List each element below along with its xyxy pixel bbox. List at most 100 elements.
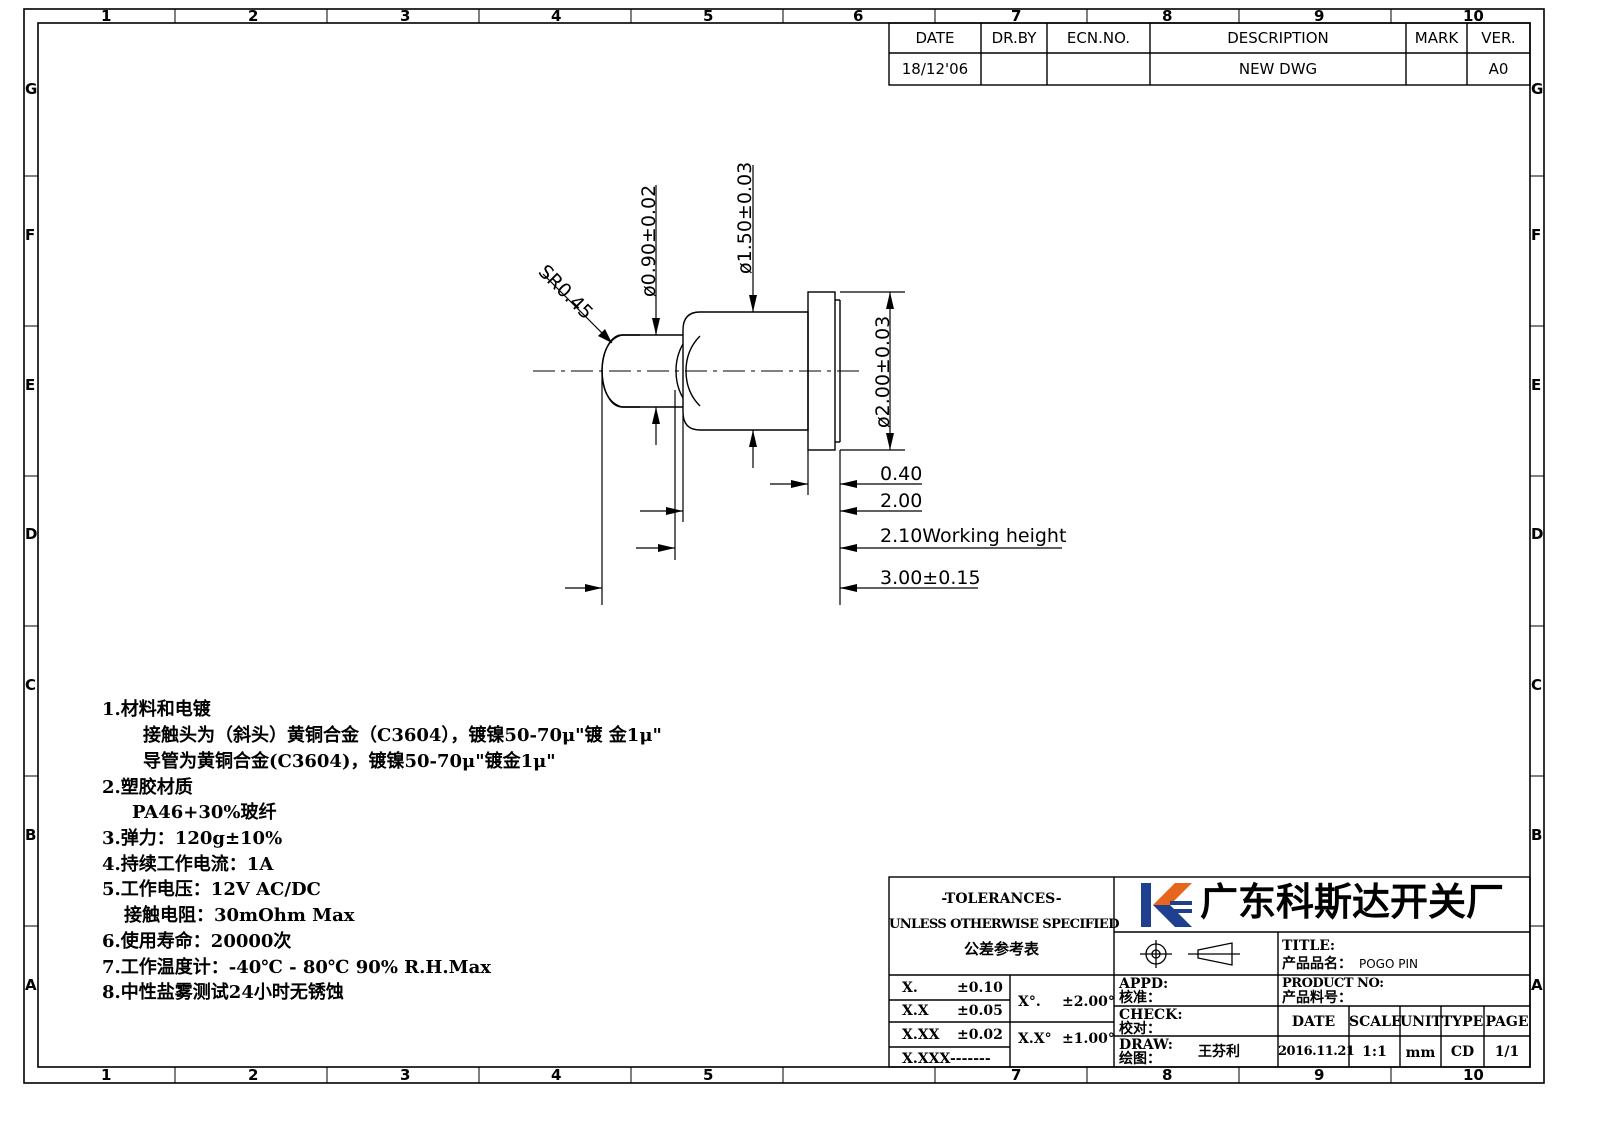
zone-row-left-D: D bbox=[25, 525, 38, 543]
zone-row-left-B: B bbox=[25, 826, 37, 844]
zone-row-right-G: G bbox=[1531, 80, 1544, 98]
rev-header-mark: MARK bbox=[1414, 29, 1459, 47]
tol-fmt-3: X.XXX bbox=[902, 1051, 951, 1067]
zone-row-left-F: F bbox=[25, 226, 36, 244]
dim-plunger-diameter: ø0.90±0.02 bbox=[638, 184, 660, 297]
tolerances-title: -TOLERANCES- bbox=[941, 891, 1062, 907]
zone-col-bottom-5: 5 bbox=[703, 1066, 714, 1084]
draw-cn-label: 绘图： bbox=[1119, 1051, 1161, 1067]
rev-header-ecn: ECN.NO. bbox=[1066, 29, 1131, 47]
zone-col-bottom-7: 7 bbox=[1011, 1066, 1022, 1084]
zone-col-top-10: 10 bbox=[1463, 7, 1484, 25]
rev-header-description: DESCRIPTION bbox=[1227, 29, 1329, 47]
zone-col-bottom-4: 4 bbox=[551, 1066, 562, 1084]
tol-angle-fmt-0: X°. bbox=[1018, 994, 1041, 1010]
tol-angle-fmt-1: X.X° bbox=[1018, 1031, 1052, 1047]
company-logo-icon bbox=[1141, 883, 1192, 927]
note-8: 8.中性盐雾测试24小时无锈蚀 bbox=[102, 982, 344, 1003]
zone-row-right-F: F bbox=[1531, 226, 1542, 244]
tb-type: CD bbox=[1450, 1044, 1475, 1060]
note-3: 3.弹力：120g±10% bbox=[102, 828, 283, 849]
rev-date: 18/12'06 bbox=[901, 60, 969, 78]
company-name: 广东科斯达开关厂 bbox=[1200, 880, 1505, 924]
tb-header-scale: SCALE bbox=[1349, 1014, 1402, 1030]
title-block-grid bbox=[888, 876, 1531, 1068]
zone-col-top-4: 4 bbox=[551, 7, 562, 25]
zone-col-bottom-2: 2 bbox=[248, 1066, 259, 1084]
projection-symbol-icon bbox=[1140, 940, 1240, 968]
zone-row-right-D: D bbox=[1531, 525, 1544, 543]
tb-page: 1/1 bbox=[1494, 1044, 1520, 1060]
zone-col-top-3: 3 bbox=[400, 7, 411, 25]
rev-header-drby: DR.BY bbox=[991, 29, 1037, 47]
zone-row-right-C: C bbox=[1531, 676, 1543, 694]
tol-fmt-1: X.X bbox=[902, 1003, 929, 1019]
dim-working-height: 2.10Working height bbox=[880, 525, 1067, 547]
tolerances-subtitle: UNLESS OTHERWISE SPECIFIED bbox=[889, 917, 1119, 932]
zone-row-left-E: E bbox=[25, 376, 36, 394]
zone-row-right-E: E bbox=[1531, 376, 1542, 394]
zone-col-top-6: 6 bbox=[853, 7, 864, 25]
pogo-pin-drawing bbox=[533, 291, 865, 451]
note-7: 7.工作温度计：-40℃ - 80℃ 90% R.H.Max bbox=[102, 957, 492, 978]
note-5: 5.工作电压：12V AC/DC bbox=[102, 879, 321, 900]
dim-flange-diameter: ø2.00±0.03 bbox=[872, 315, 894, 428]
title-label: TITLE: bbox=[1282, 938, 1336, 954]
zone-col-top-8: 8 bbox=[1162, 7, 1173, 25]
rev-version: A0 bbox=[1488, 60, 1509, 78]
product-no-label: PRODUCT NO: bbox=[1282, 976, 1384, 991]
zone-col-top-1: 1 bbox=[101, 7, 112, 25]
tol-fmt-2: X.XX bbox=[902, 1027, 940, 1043]
tb-header-type: TYPE bbox=[1441, 1014, 1484, 1030]
zone-col-bottom-3: 3 bbox=[400, 1066, 411, 1084]
tb-unit: mm bbox=[1405, 1045, 1436, 1061]
tb-header-date: DATE bbox=[1291, 1014, 1336, 1030]
zone-col-bottom-1: 1 bbox=[101, 1066, 112, 1084]
note-4: 4.持续工作电流：1A bbox=[102, 854, 274, 875]
zone-col-top-2: 2 bbox=[248, 7, 259, 25]
tol-fmt-0: X. bbox=[902, 980, 918, 996]
tb-header-page: PAGE bbox=[1485, 1014, 1529, 1030]
product-code-label: 产品料号： bbox=[1282, 990, 1352, 1006]
product-name-label: 产品品名： bbox=[1282, 956, 1352, 972]
note-2: 2.塑胶材质 bbox=[102, 777, 193, 798]
zone-col-bottom-8: 8 bbox=[1162, 1066, 1173, 1084]
outer-border bbox=[23, 8, 1545, 1084]
tolerances-cn: 公差参考表 bbox=[963, 940, 1039, 958]
zone-row-left-A: A bbox=[25, 976, 37, 994]
zone-row-left-G: G bbox=[25, 80, 38, 98]
drawer-name: 王芬利 bbox=[1198, 1044, 1240, 1060]
note-1a: 接触头为（斜头）黄铜合金（C3604），镀镍50-70μ"镀 金1μ" bbox=[143, 725, 662, 746]
product-name: POGO PIN bbox=[1359, 957, 1418, 971]
inner-border bbox=[37, 22, 1531, 1068]
appd-label: APPD: bbox=[1119, 976, 1169, 992]
zone-col-top-9: 9 bbox=[1314, 7, 1325, 25]
dim-flange-length: 0.40 bbox=[880, 463, 923, 485]
zone-ticks bbox=[24, 9, 1544, 1083]
tol-val-2: ±0.02 bbox=[957, 1027, 1003, 1043]
check-label: CHECK: bbox=[1119, 1007, 1183, 1023]
note-1b: 导管为黄铜合金(C3604)，镀镍50-70μ"镀金1μ" bbox=[143, 751, 556, 772]
rev-header-ver: VER. bbox=[1481, 29, 1516, 47]
tol-val-0: ±0.10 bbox=[957, 980, 1003, 996]
zone-col-bottom-9: 9 bbox=[1314, 1066, 1325, 1084]
revision-table-grid bbox=[888, 22, 1531, 86]
note-1: 1.材料和电镀 bbox=[102, 699, 211, 720]
dim-total-length: 3.00±0.15 bbox=[880, 567, 981, 589]
zone-row-right-B: B bbox=[1531, 826, 1543, 844]
rev-description: NEW DWG bbox=[1238, 60, 1318, 78]
tol-angle-val-0: ±2.00° bbox=[1062, 994, 1115, 1010]
tol-val-3: ------- bbox=[950, 1051, 991, 1067]
zone-col-bottom-10: 10 bbox=[1463, 1066, 1484, 1084]
zone-col-top-5: 5 bbox=[703, 7, 714, 25]
tol-val-1: ±0.05 bbox=[957, 1003, 1003, 1019]
tb-scale: 1:1 bbox=[1362, 1044, 1387, 1060]
zone-row-right-A: A bbox=[1531, 976, 1543, 994]
tb-date: 2016.11.21 bbox=[1278, 1044, 1355, 1059]
dimension-arrows bbox=[585, 292, 894, 592]
note-5a: 接触电阻：30mOhm Max bbox=[124, 905, 355, 926]
check-cn-label: 校对： bbox=[1119, 1021, 1161, 1037]
rev-header-date: DATE bbox=[915, 29, 955, 47]
tol-angle-val-1: ±1.00° bbox=[1062, 1031, 1115, 1047]
